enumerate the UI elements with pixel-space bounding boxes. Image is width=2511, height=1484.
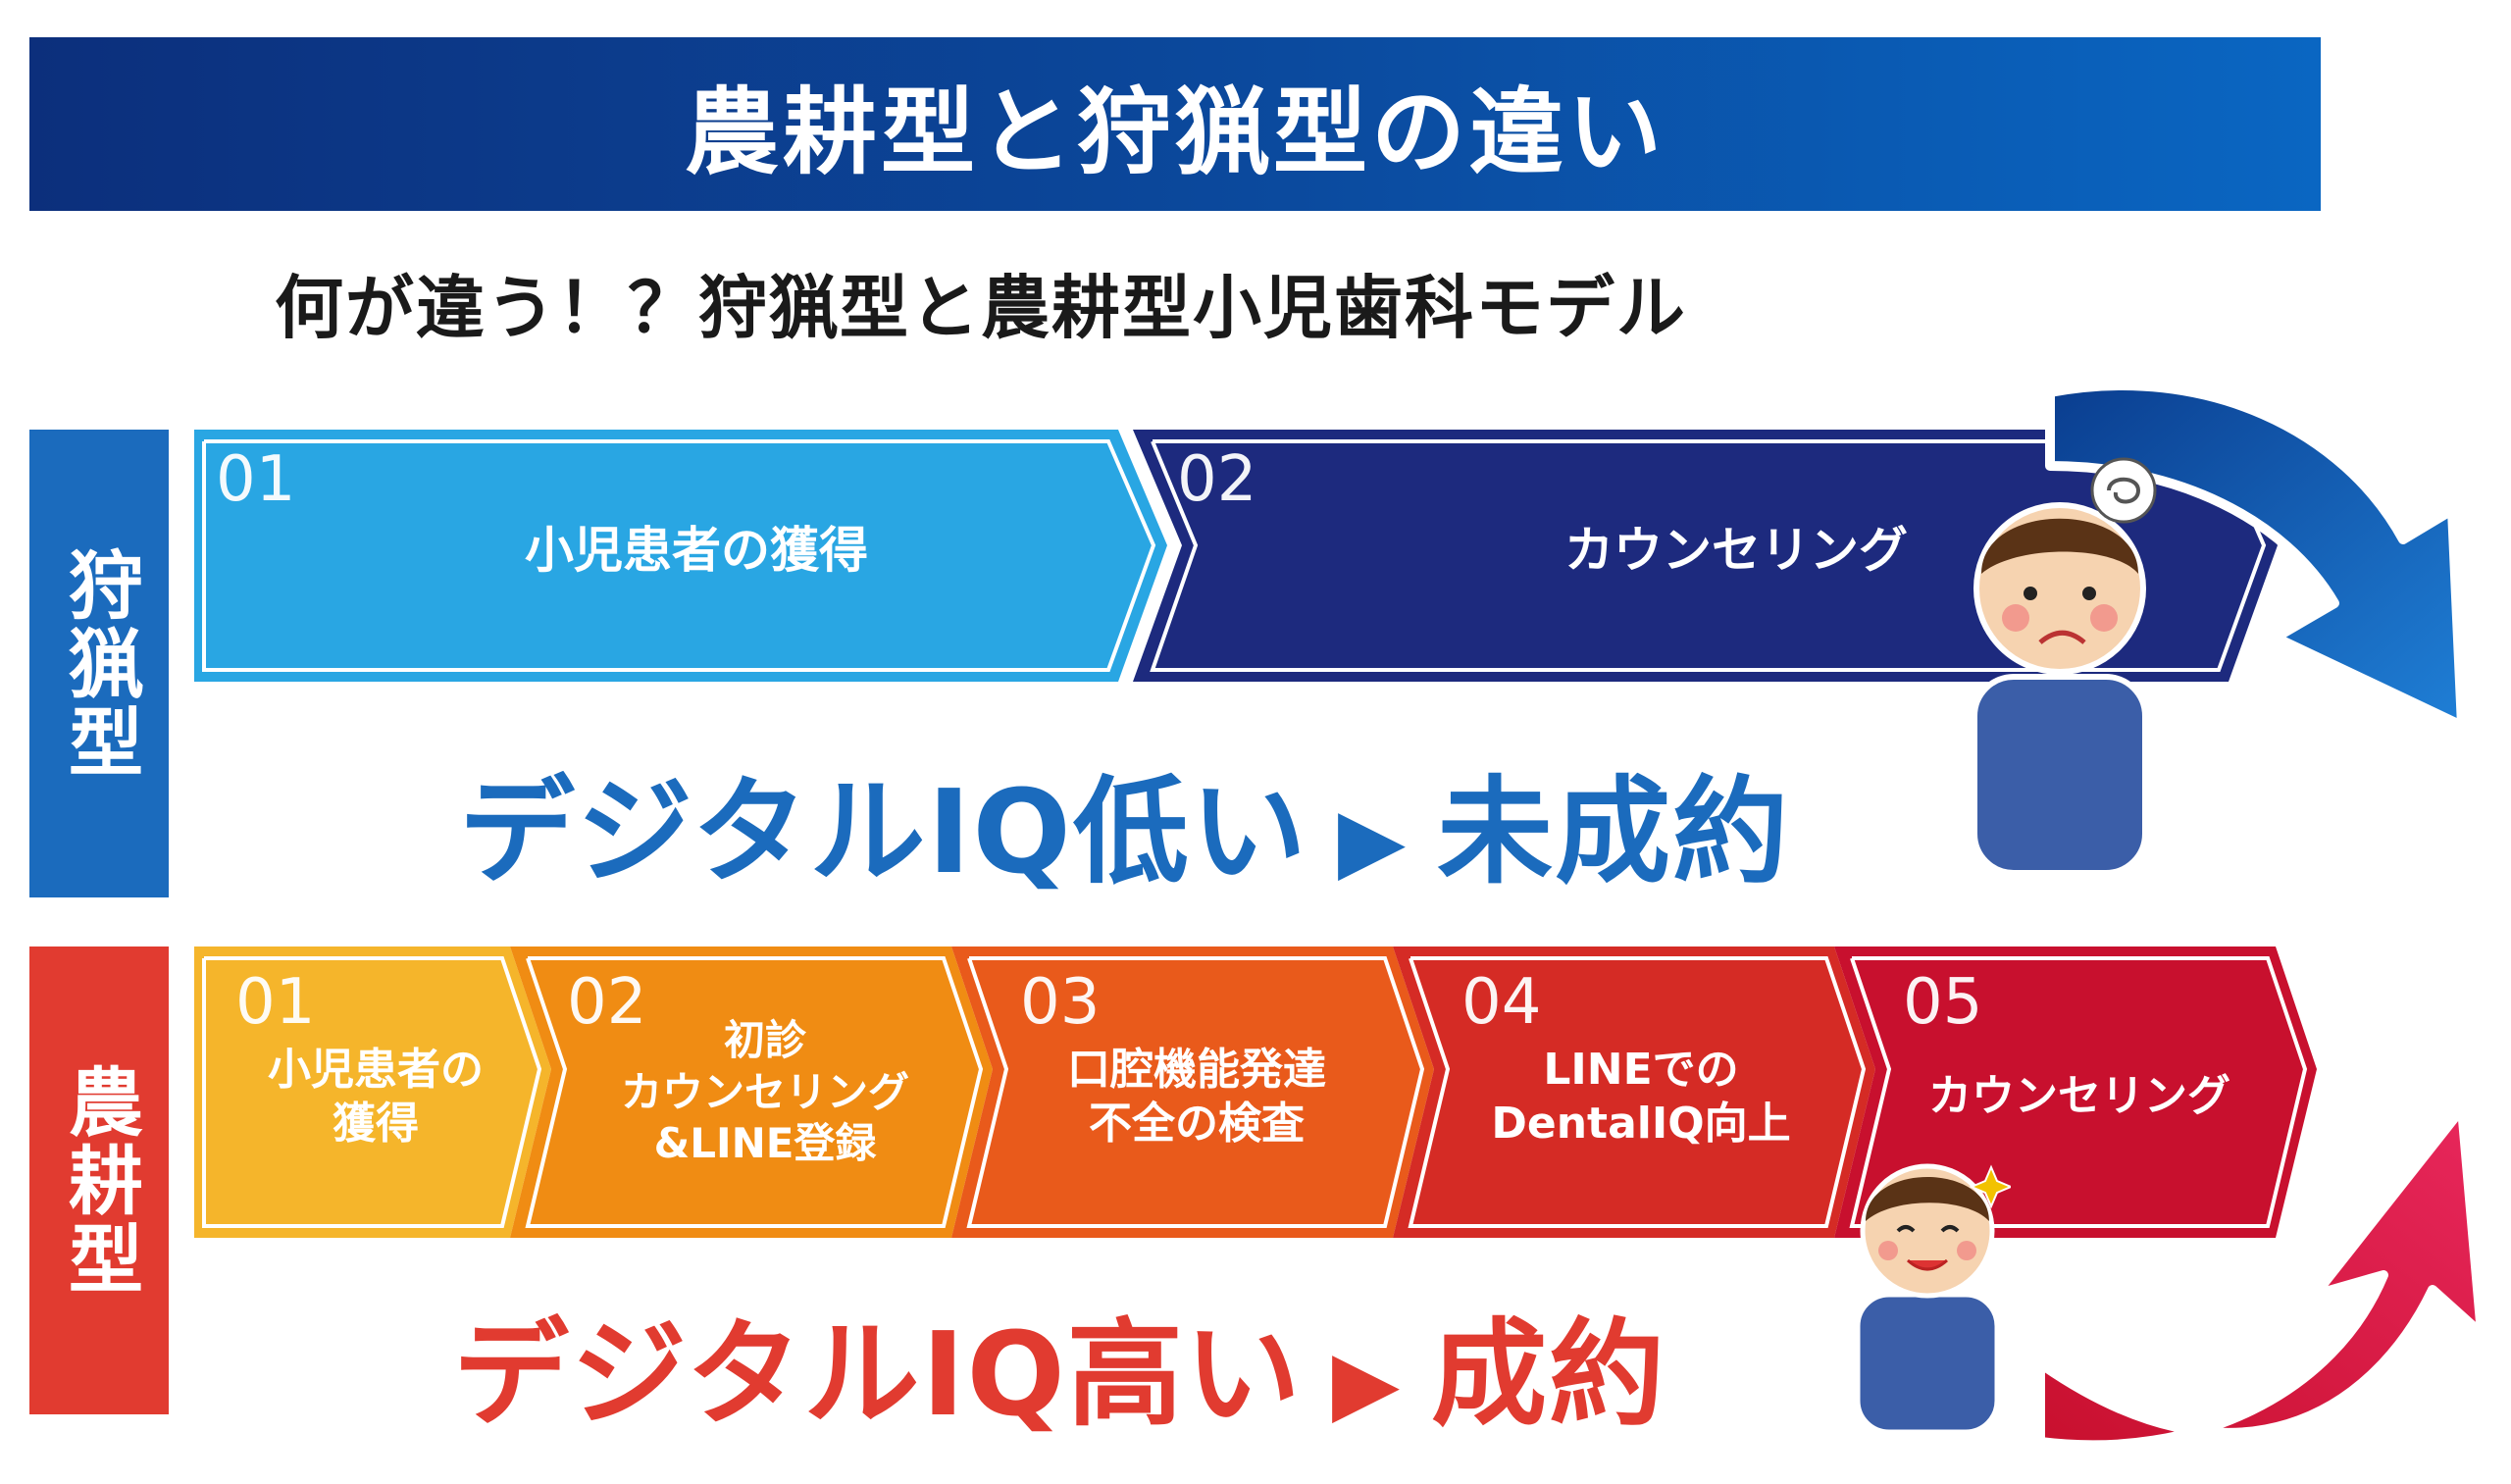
hunting-step-1-outline [202,439,1156,672]
hunting-step-1-label: 小児患者の獲得 [353,520,1040,582]
farming-step-4-line-2: DentalIQ向上 [1491,1099,1791,1149]
farming-step-5-shape [1834,947,2317,1238]
hunting-step-1-number: 01 [216,443,296,516]
farming-step-1-label: 小児患者の 獲得 [214,1043,538,1151]
farming-step-5-line-1: カウンセリング [1928,1071,2230,1121]
hunting-type-label: 狩猟型 [29,430,169,897]
happy-dentist-illustration [1855,1163,2011,1432]
farming-result-outcome: 成約 [1431,1306,1667,1442]
farming-step-2-line-3: &LINE登録 [653,1119,877,1167]
hunting-step-2-number: 02 [1177,443,1257,516]
farming-step-3-shape [951,947,1434,1238]
hunting-result-outcome: 未成約 [1437,764,1791,899]
farming-step-5-label: カウンセリング [1893,1069,2266,1123]
farming-type-label: 農耕型 [29,947,169,1414]
farming-step-4-label: LINEでの DentalIQ向上 [1450,1043,1832,1151]
curved-arrow-up-icon [2035,1103,2486,1451]
farming-step-3-label: 口腔機能発達 不全の検査 [1010,1043,1383,1151]
hunting-type-label-text: 狩猟型 [56,545,143,782]
subtitle: 何が違う！？狩猟型と農耕型小児歯科モデル [275,268,1687,348]
farming-result-condition: デジタルIQ高い [453,1306,1303,1442]
farming-step-1-line-1: 小児患者の [268,1045,484,1095]
farming-step-4-number: 04 [1461,966,1542,1039]
farming-type-label-text: 農耕型 [56,1062,143,1299]
farming-step-1-shape [194,947,551,1238]
hunting-result-arrow-icon: ▶ [1337,789,1409,893]
farming-step-5-outline [1849,956,2308,1228]
curved-arrow-down-icon [2045,381,2467,731]
farming-step-2-shape [510,947,993,1238]
farming-step-5-number: 05 [1903,966,1983,1039]
farming-step-4-shape [1393,947,1875,1238]
farming-step-1-line-2: 獲得 [333,1099,419,1149]
farming-step-3-outline [966,956,1425,1228]
hunting-step-2-label: カウンセリング [1393,520,2079,582]
hunting-result: デジタルIQ低い ▶ 未成約 [459,738,1790,905]
farming-step-4-line-1: LINEでの [1543,1045,1739,1095]
farming-step-1-outline [202,956,542,1228]
farming-step-2-number: 02 [567,966,647,1039]
page-title: 農耕型と狩猟型の違い [685,77,1665,187]
farming-result: デジタルIQ高い ▶ 成約 [453,1280,1666,1448]
farming-result-arrow-icon: ▶ [1331,1331,1403,1435]
farming-step-2-outline [525,956,984,1228]
hunting-step-2-line-1: カウンセリング [1564,522,1908,579]
farming-step-2-line-1: 初診 [723,1016,806,1064]
hunting-result-condition: デジタルIQ低い [459,764,1308,899]
farming-step-3-number: 03 [1020,966,1101,1039]
title-banner: 農耕型と狩猟型の違い [29,37,2321,211]
worried-dentist-illustration [1972,457,2157,873]
hunting-step-1-shape [194,430,1167,682]
farming-step-1-number: 01 [235,966,316,1039]
farming-step-2-label: 初診 カウンセリング &LINE登録 [559,1015,971,1170]
farming-step-3-line-1: 口腔機能発達 [1067,1045,1326,1095]
hunting-step-1-line-1: 小児患者の獲得 [525,522,868,579]
farming-step-3-line-2: 不全の検査 [1089,1099,1305,1149]
farming-step-2-line-2: カウンセリング [620,1067,909,1116]
farming-step-4-outline [1408,956,1867,1228]
